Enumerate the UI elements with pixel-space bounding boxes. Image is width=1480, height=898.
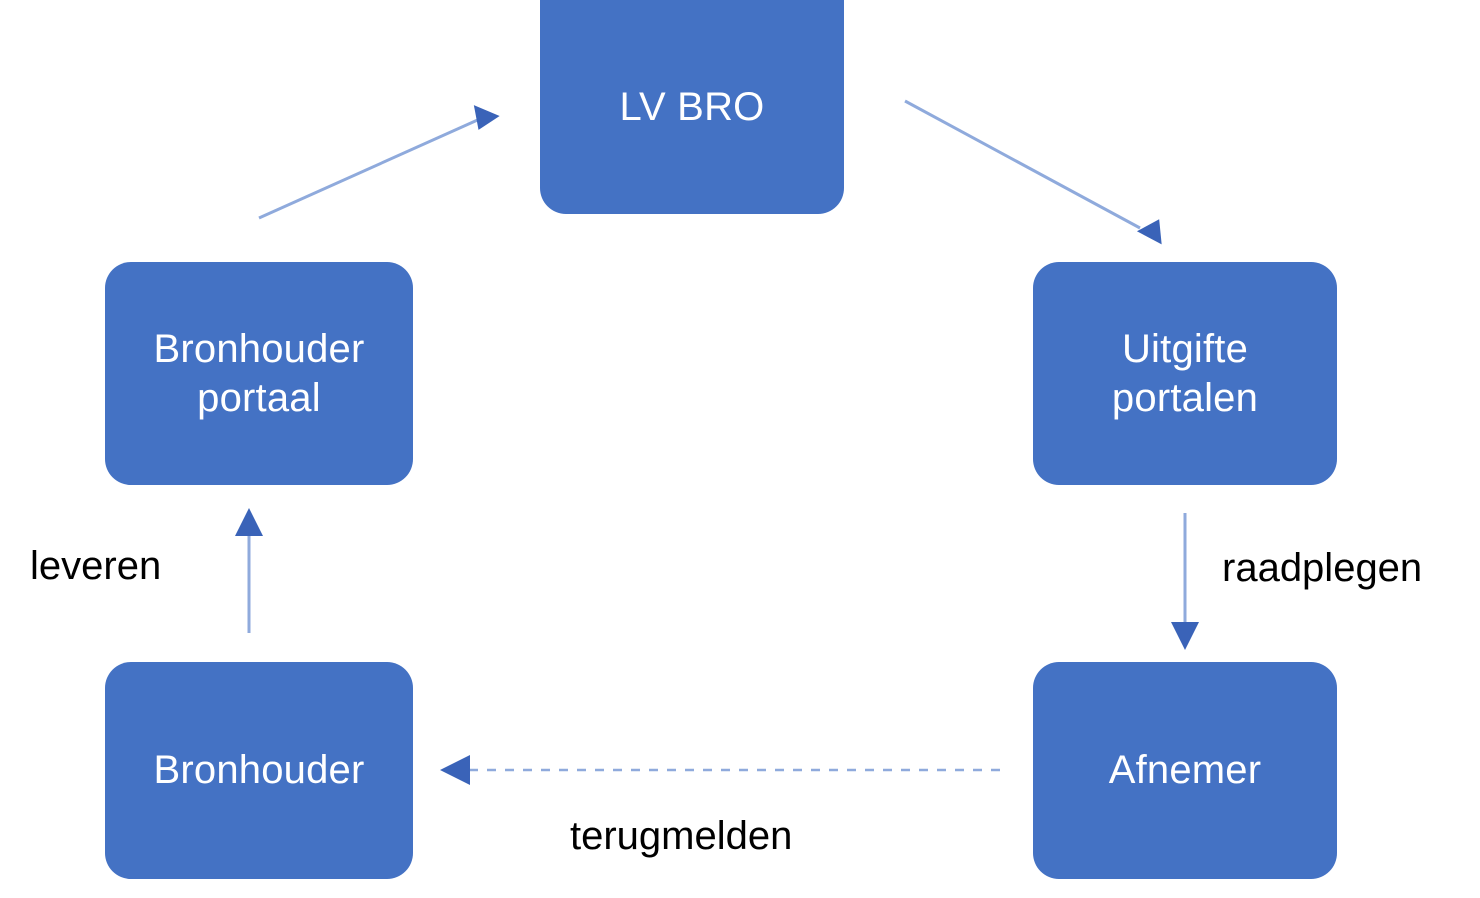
- edge-afnemer-to-bronhouder: [440, 755, 1000, 785]
- arrowhead-left-icon: [440, 755, 470, 785]
- node-afnemer[interactable]: Afnemer: [1033, 662, 1337, 879]
- edge-label-raadplegen: raadplegen: [1222, 546, 1423, 590]
- arrowhead-up-right-icon: [473, 105, 500, 130]
- arrowhead-down-right-icon: [1136, 219, 1162, 245]
- node-bronhouder[interactable]: Bronhouder: [105, 662, 413, 879]
- arrowhead-up-icon: [235, 508, 263, 536]
- node-lv-bro-label: LV BRO: [619, 84, 765, 129]
- node-uitgifte-portalen-label: Uitgifte portalen: [1111, 326, 1259, 420]
- edge-label-terugmelden: terugmelden: [570, 814, 793, 858]
- edge-lv-bro-to-uitgifte-portalen: [904, 99, 1162, 245]
- arrowhead-down-icon: [1171, 622, 1199, 650]
- node-bronhouder-label: Bronhouder: [153, 748, 365, 793]
- node-lv-bro[interactable]: LV BRO: [540, 0, 844, 214]
- edge-label-leveren: leveren: [30, 544, 162, 588]
- edge-line-lv-bro-to-uitgifte-portalen: [904, 99, 1141, 230]
- node-uitgifte-portalen[interactable]: Uitgifte portalen: [1033, 262, 1337, 485]
- edge-bronhouder-portaal-to-lv-bro: [258, 105, 500, 220]
- edge-bronhouder-to-bronhouder-portaal: [235, 508, 263, 633]
- edge-uitgifte-portalen-to-afnemer: [1171, 513, 1199, 650]
- edge-line-bronhouder-portaal-to-lv-bro: [258, 116, 483, 220]
- node-bronhouder-portaal[interactable]: Bronhouder portaal: [105, 262, 413, 485]
- node-bronhouder-portaal-label: Bronhouder portaal: [153, 326, 365, 420]
- node-afnemer-label: Afnemer: [1108, 748, 1262, 793]
